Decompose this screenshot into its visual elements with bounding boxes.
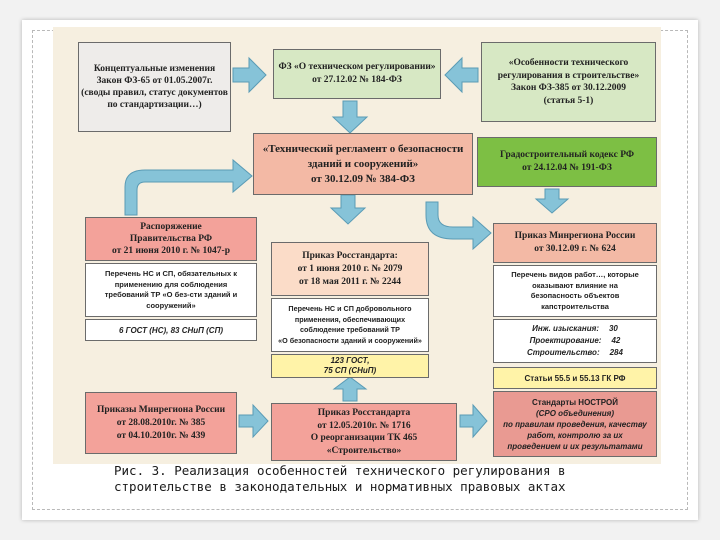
- rosst1-count-line-1: 123 ГОСТ,: [330, 356, 370, 365]
- concept-line-2: Закон ФЗ-65 от 01.05.2007г.: [96, 76, 213, 86]
- box-concept-changes: Концептуальные изменения Закон ФЗ-65 от …: [78, 42, 231, 132]
- rosst1-line-3: от 18 мая 2011 г. № 2244: [299, 276, 401, 287]
- rasp-count-text: 6 ГОСТ (НС), 83 СНиП (СП): [118, 325, 223, 335]
- box-tech-reglament: «Технический регламент о безопасности зд…: [253, 133, 473, 195]
- fz184-line-1: ФЗ «О техническом регулировании»: [278, 62, 436, 72]
- box-rasp-count: 6 ГОСТ (НС), 83 СНиП (СП): [85, 319, 257, 341]
- rasp-line-2: Правительства РФ: [129, 234, 213, 244]
- box-minregion-624: Приказ Минрегиона России от 30.12.09 г. …: [493, 223, 657, 263]
- fz385-line-2: регулирования в строительстве»: [497, 70, 640, 81]
- rosst1716-line-3: О реорганизации ТК 465: [310, 433, 418, 443]
- reglament-line-2: зданий и сооружений»: [307, 157, 419, 170]
- box-rasporyazhenie: Распоряжение Правительства РФ от 21 июня…: [85, 217, 257, 261]
- nostroy-line-4: работ, контролю за их: [527, 430, 623, 440]
- work-type-value-2: 42: [611, 336, 621, 345]
- rosst1-list-line-4: «О безопасности зданий и сооружений»: [278, 335, 422, 345]
- figure-caption: Рис. 3. Реализация особенностей техничес…: [114, 463, 654, 495]
- nostroy-line-1: Стандарты НОСТРОЙ: [532, 397, 618, 407]
- rasp-list-line-4: сооружений»: [146, 300, 196, 310]
- box-rosstandart-list: Перечень НС и СП добровольного применени…: [271, 298, 429, 352]
- rosst1-list-line-1: Перечень НС и СП добровольного: [288, 304, 412, 313]
- rosst1716-line-1: Приказ Росстандарта: [317, 408, 411, 418]
- minreg624-list-line-1: Перечень видов работ…, которые: [511, 270, 639, 279]
- fz385-line-3: Закон ФЗ-385 от 30.12.2009: [510, 83, 627, 93]
- box-fz385: «Особенности технического регулирования …: [481, 42, 656, 122]
- rosst1-list-line-3: соблюдение требований ТР: [300, 325, 400, 334]
- box-work-types: Инж. изыскания: 30 Проектирование: 42 Ст…: [493, 319, 657, 363]
- minreg624-line-2: от 30.12.09 г. № 624: [534, 244, 616, 254]
- rosst1716-line-2: от 12.05.2010г. № 1716: [317, 420, 411, 431]
- arrow-fz385-to-fz184: [444, 56, 479, 94]
- arrow-rosst1716-to-rosst1: [332, 376, 368, 402]
- caption-line-2: строительстве в законодательных и нормат…: [114, 479, 566, 494]
- reglament-line-1: «Технический регламент о безопасности: [262, 142, 464, 155]
- rosst1716-line-4: «Строительство»: [326, 445, 402, 456]
- arrow-rasp-to-reglament: [124, 158, 253, 216]
- fz385-line-1: «Особенности технического: [508, 58, 629, 68]
- diagram-area: Концептуальные изменения Закон ФЗ-65 от …: [53, 27, 661, 464]
- fz184-line-2: от 27.12.02 № 184-ФЗ: [312, 75, 402, 85]
- rasp-line-3: от 21 июня 2010 г. № 1047-р: [112, 246, 230, 256]
- box-rosstandart-1716: Приказ Росстандарта от 12.05.2010г. № 17…: [271, 403, 457, 461]
- box-minregion-624-list: Перечень видов работ…, которые оказывают…: [493, 265, 657, 317]
- rasp-line-1: Распоряжение: [140, 222, 202, 232]
- arrow-concept-to-fz184: [232, 56, 267, 94]
- rasp-list-line-1: Перечень НС и СП, обязательных к: [105, 269, 237, 278]
- nostroy-line-3: по правилам проведения, качеству: [503, 419, 647, 429]
- rasp-list-line-3: требований ТР «О без-сти зданий и: [104, 290, 238, 299]
- work-type-row-3: Строительство: 284: [494, 347, 656, 359]
- arrow-rosst1716-to-nostroy: [459, 403, 488, 439]
- work-type-row-2: Проектирование: 42: [494, 335, 656, 347]
- concept-line-1: Концептуальные изменения: [93, 64, 216, 74]
- nostroy-line-2: (СРО объединения): [535, 408, 615, 418]
- caption-line-1: Рис. 3. Реализация особенностей техничес…: [114, 463, 566, 478]
- grk-line-1: Градостроительный кодекс РФ: [500, 150, 634, 160]
- arrow-minreg385-to-rosst1716: [238, 403, 269, 439]
- box-grad-code: Градостроительный кодекс РФ от 24.12.04 …: [477, 137, 657, 187]
- box-rosstandart-orders: Приказ Росстандарта: от 1 июня 2010 г. №…: [271, 242, 429, 296]
- nostroy-line-5: проведением и их результатами: [507, 441, 643, 451]
- minreg385-line-2: от 28.08.2010г. № 385: [116, 417, 206, 428]
- arrow-reglament-to-rosst1: [329, 194, 367, 225]
- work-type-label-1: Инж. изыскания:: [532, 324, 599, 333]
- work-type-row-1: Инж. изыскания: 30: [494, 323, 656, 335]
- rosst1-count-line-2: 75 СП (СНиП): [323, 366, 377, 375]
- rasp-list-line-2: применению для соблюдения: [114, 279, 228, 289]
- work-type-value-1: 30: [608, 324, 618, 333]
- work-type-label-2: Проектирование:: [529, 336, 602, 345]
- minreg624-line-1: Приказ Минрегиона России: [514, 231, 636, 241]
- box-minregion-385: Приказы Минрегиона России от 28.08.2010г…: [85, 392, 237, 454]
- minreg624-list-line-2: оказывают влияние на: [532, 280, 618, 290]
- rosst1-list-line-2: применения, обеспечивающих: [294, 314, 406, 324]
- arrow-reglament-to-minreg624: [425, 201, 492, 251]
- minreg624-list-line-4: капстроительства: [541, 301, 609, 311]
- minreg624-list-line-3: безопасность объектов: [530, 291, 620, 300]
- rosst1-line-1: Приказ Росстандарта:: [302, 250, 398, 261]
- box-fz184: ФЗ «О техническом регулировании» от 27.1…: [273, 49, 441, 99]
- grk-line-2: от 24.12.04 № 191-ФЗ: [522, 163, 612, 173]
- minreg385-line-3: от 04.10.2010г. № 439: [116, 430, 206, 441]
- work-type-value-3: 284: [609, 348, 623, 357]
- box-nostroy-standards: Стандарты НОСТРОЙ (СРО объединения) по п…: [493, 391, 657, 457]
- concept-line-4: по стандартизации…): [107, 100, 202, 110]
- box-rasp-list: Перечень НС и СП, обязательных к примене…: [85, 263, 257, 317]
- connector-arrows: [124, 56, 570, 439]
- work-type-label-3: Строительство:: [527, 348, 600, 357]
- minreg385-line-1: Приказы Минрегиона России: [96, 404, 226, 415]
- reglament-line-3: от 30.12.09 № 384-ФЗ: [311, 172, 415, 185]
- box-rosstandart-count: 123 ГОСТ, 75 СП (СНиП): [271, 354, 429, 378]
- arrow-grk-to-minreg624: [534, 188, 570, 214]
- fz385-line-4: (статья 5-1): [543, 95, 594, 106]
- arrow-fz184-to-reglament: [331, 100, 369, 134]
- rosst1-line-2: от 1 июня 2010 г. № 2079: [297, 263, 403, 274]
- concept-line-3: (своды правил, статус документов: [81, 88, 228, 98]
- articles-text: Статьи 55.5 и 55.13 ГК РФ: [524, 373, 626, 383]
- box-articles-gk: Статьи 55.5 и 55.13 ГК РФ: [493, 367, 657, 389]
